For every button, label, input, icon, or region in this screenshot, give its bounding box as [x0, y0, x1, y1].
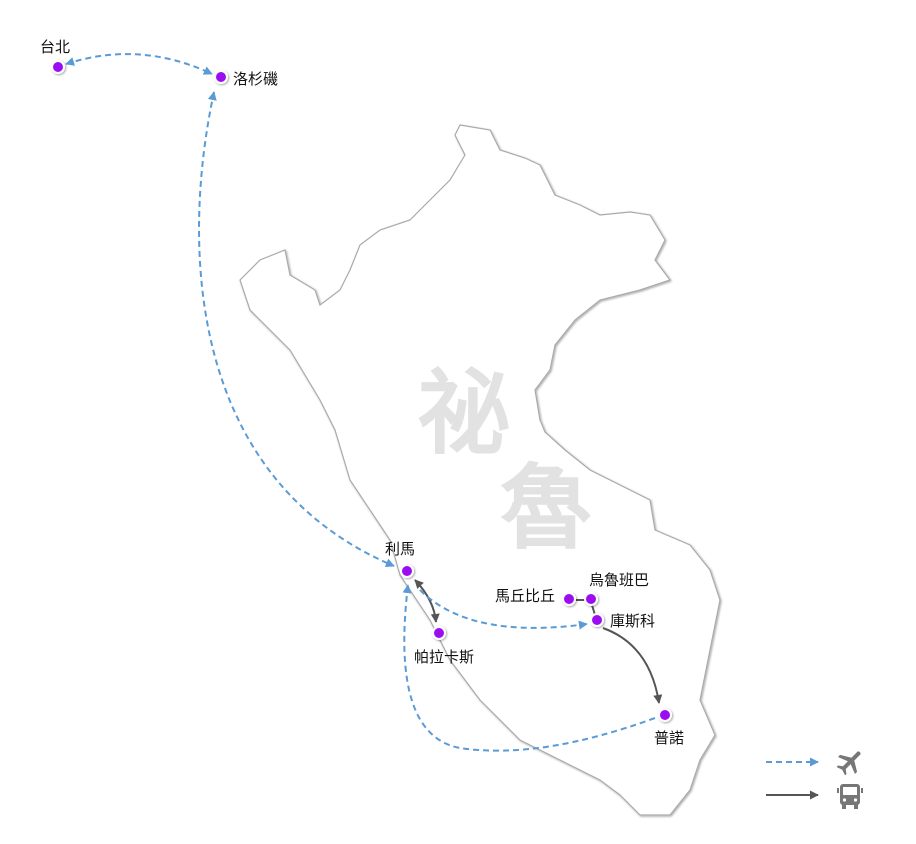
legend — [766, 751, 863, 809]
city-dot-machu-picchu[interactable] — [562, 592, 576, 606]
route-urubamba-cusco — [591, 604, 596, 616]
city-label: 烏魯班巴 — [589, 571, 649, 589]
route-puno-lima — [402, 584, 656, 752]
city-label: 帕拉卡斯 — [414, 648, 474, 666]
city-label: 洛杉磯 — [233, 70, 278, 88]
route-lima-paracas — [414, 579, 440, 623]
route-cusco-puno — [602, 627, 663, 704]
city-label: 馬丘比丘 — [495, 587, 555, 605]
route-la-lima — [198, 91, 395, 567]
city-dot-paracas[interactable] — [432, 626, 446, 640]
city-label: 普諾 — [654, 729, 684, 747]
city-label: 利馬 — [385, 540, 415, 558]
route-lima-cusco — [419, 589, 588, 630]
route-taipei-la — [65, 53, 213, 75]
watermark-char: 祕 — [418, 360, 510, 467]
city-label: 庫斯科 — [610, 612, 655, 630]
city-dot-cusco[interactable] — [590, 613, 604, 627]
bus-icon — [837, 784, 863, 809]
city-dot-taipei[interactable] — [51, 60, 65, 74]
watermark-char: 魯 — [500, 455, 592, 562]
city-dot-lima[interactable] — [400, 564, 414, 578]
city-dot-los-angeles[interactable] — [214, 70, 228, 84]
city-dot-puno[interactable] — [658, 708, 672, 722]
city-dot-urubamba[interactable] — [584, 592, 598, 606]
airplane-icon — [836, 751, 861, 776]
city-label: 台北 — [40, 38, 70, 56]
peru-outline — [239, 124, 721, 816]
